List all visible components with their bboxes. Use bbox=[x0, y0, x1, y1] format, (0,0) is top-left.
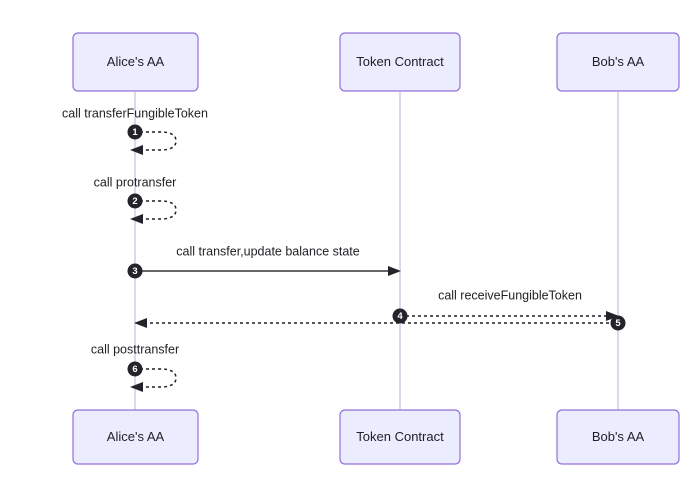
message-2-arrowhead bbox=[130, 214, 143, 224]
actor-box-bob-top[interactable]: Bob's AA bbox=[556, 32, 680, 92]
message-5-number: 5 bbox=[615, 318, 621, 329]
actor-label-token-bottom: Token Contract bbox=[356, 429, 444, 444]
message-6-arrowhead bbox=[130, 382, 143, 392]
actor-box-token-bottom[interactable]: Token Contract bbox=[339, 409, 461, 465]
actor-rect-token-top[interactable] bbox=[339, 32, 461, 92]
message-2-number-badge bbox=[127, 193, 143, 209]
actor-label-token-top: Token Contract bbox=[356, 54, 444, 69]
actor-box-bob-bottom[interactable]: Bob's AA bbox=[556, 409, 680, 465]
message-1-number: 1 bbox=[132, 127, 138, 138]
message-1-number-badge bbox=[127, 124, 143, 140]
actor-label-alice-top: Alice's AA bbox=[107, 54, 165, 69]
message-3-group: call transfer,update balance state 3 bbox=[127, 244, 401, 279]
actor-box-token-top[interactable]: Token Contract bbox=[339, 32, 461, 92]
message-3-number-badge bbox=[127, 263, 143, 279]
message-6-selfloop-path bbox=[140, 368, 177, 388]
message-6-number-badge bbox=[127, 361, 143, 377]
lifelines-group bbox=[134, 92, 619, 410]
actor-label-bob-bottom: Bob's AA bbox=[592, 429, 645, 444]
message-4-label: call receiveFungibleToken bbox=[438, 288, 582, 302]
actor-rect-token-bottom[interactable] bbox=[339, 409, 461, 465]
message-1-label: call transferFungibleToken bbox=[62, 106, 208, 120]
actor-rect-alice-top[interactable] bbox=[72, 32, 199, 92]
actor-box-alice-top[interactable]: Alice's AA bbox=[72, 32, 199, 92]
message-1-selfloop-path bbox=[140, 131, 177, 151]
message-6-group: call posttransfer 6 bbox=[91, 342, 179, 392]
actor-rect-alice-bottom[interactable] bbox=[72, 409, 199, 465]
message-4-number-badge bbox=[392, 308, 408, 324]
message-6-number: 6 bbox=[132, 364, 137, 375]
message-2-selfloop-path bbox=[140, 200, 177, 220]
message-6-label: call posttransfer bbox=[91, 342, 179, 356]
message-4-group: call receiveFungibleToken 4 bbox=[392, 288, 619, 324]
actor-rect-bob-top[interactable] bbox=[556, 32, 680, 92]
actor-box-alice-bottom[interactable]: Alice's AA bbox=[72, 409, 199, 465]
message-3-label: call transfer,update balance state bbox=[176, 244, 360, 258]
message-2-label: call protransfer bbox=[94, 175, 177, 189]
message-5-arrowhead bbox=[134, 318, 147, 328]
message-2-group: call protransfer 2 bbox=[94, 175, 177, 224]
actor-rect-bob-bottom[interactable] bbox=[556, 409, 680, 465]
actor-label-bob-top: Bob's AA bbox=[592, 54, 645, 69]
message-3-arrowhead bbox=[388, 266, 401, 276]
message-4-arrowhead bbox=[606, 311, 619, 321]
message-3-number: 3 bbox=[132, 266, 137, 277]
message-1-arrowhead bbox=[130, 145, 143, 155]
message-5-group: 5 bbox=[134, 315, 626, 331]
message-2-number: 2 bbox=[132, 196, 137, 207]
message-4-number: 4 bbox=[397, 311, 403, 322]
message-5-number-badge bbox=[610, 315, 626, 331]
message-1-group: call transferFungibleToken 1 bbox=[62, 106, 208, 155]
actor-label-alice-bottom: Alice's AA bbox=[107, 429, 165, 444]
